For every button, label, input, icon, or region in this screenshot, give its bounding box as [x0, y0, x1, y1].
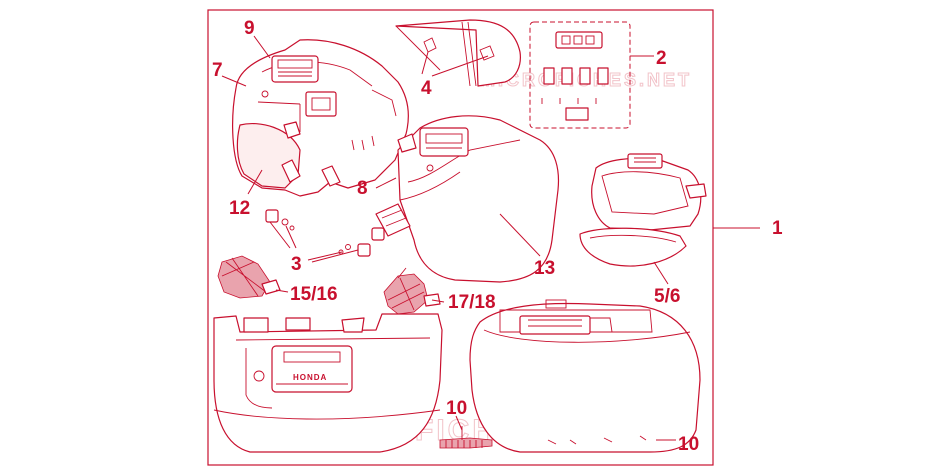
callout-15-16: 15/16: [290, 284, 338, 305]
inner-panel: HONDA: [213, 313, 443, 453]
diagram-frame: [207, 9, 714, 466]
callout-13: 13: [534, 258, 555, 279]
bolt-parts: [265, 209, 385, 257]
saddle-bag-shell: [469, 299, 701, 453]
callout-4: 4: [421, 78, 432, 99]
honda-mark: HONDA: [293, 373, 327, 382]
callout-8: 8: [357, 178, 368, 199]
callout-9: 9: [244, 18, 255, 39]
callout-5-6: 5/6: [654, 286, 680, 307]
top-case-body: [232, 39, 409, 197]
lid-fragment: [395, 19, 521, 87]
callout-17-18: 17/18: [448, 292, 496, 313]
open-case: [579, 153, 707, 267]
callout-12: 12: [229, 198, 250, 219]
clip-part: [439, 426, 493, 449]
callout-1: 1: [772, 218, 783, 239]
bracket-17-18: [383, 267, 441, 315]
callout-10-lower: 10: [678, 434, 699, 455]
callout-labels: 1 2 3 4 5/6 8 9 7 10 10 12 13 15/16 17/1…: [212, 18, 783, 455]
callout-2: 2: [656, 48, 667, 69]
callout-10-upper: 10: [446, 398, 467, 419]
callout-3: 3: [291, 254, 302, 275]
callout-7: 7: [212, 60, 223, 81]
hardware-set: [529, 21, 631, 129]
bracket-15-16: [217, 255, 281, 299]
leader-lines: [221, 35, 760, 441]
saddle-bag-center: [375, 115, 560, 283]
